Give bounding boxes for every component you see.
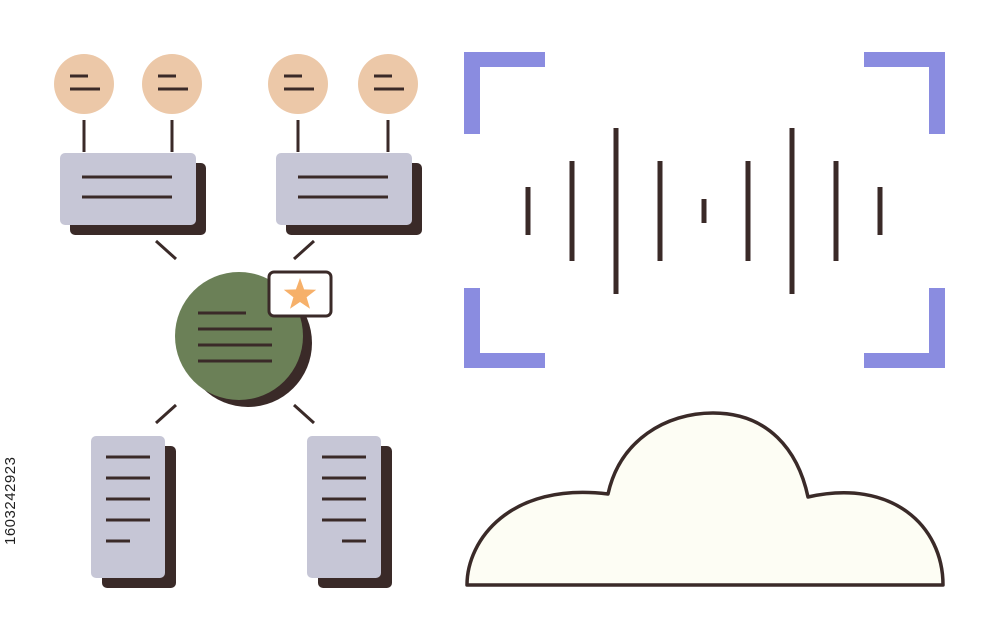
cloud-icon (465, 411, 945, 587)
network-diagram-icon (54, 54, 422, 588)
user-avatar-icon (268, 54, 328, 114)
voice-recognition-icon (464, 52, 945, 368)
message-card-icon (276, 153, 422, 235)
user-avatar-icon (142, 54, 202, 114)
scan-frame-corners (464, 52, 945, 368)
user-avatar-icon (358, 54, 418, 114)
user-avatar-icon (54, 54, 114, 114)
document-icon (91, 436, 176, 588)
sound-wave-icon (525, 128, 883, 294)
star-icon (283, 278, 317, 309)
document-icon (307, 436, 392, 588)
stock-id-label: 1603242923 (2, 456, 19, 545)
hub-connector-lines (154, 239, 316, 425)
message-card-icon (60, 153, 206, 235)
star-badge (267, 270, 333, 318)
avatar-connector-lines (82, 120, 390, 152)
